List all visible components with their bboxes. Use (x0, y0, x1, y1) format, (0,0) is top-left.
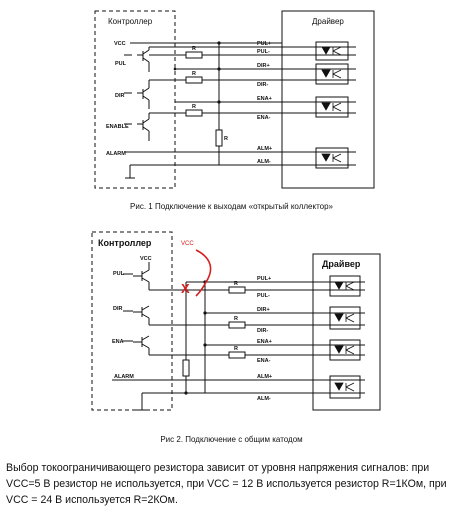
d2-resistor-label-3: R (234, 346, 238, 352)
d1-resistor-label-2: R (192, 71, 196, 77)
d1-label-pul: PUL (115, 61, 127, 67)
d1-pin-ena-minus: ENA- (257, 115, 271, 121)
d2-resistor-label-1: R (234, 281, 238, 287)
d2-vcc-red-arrow (195, 249, 212, 297)
d1-pin-pul-plus: PUL+ (257, 41, 271, 47)
d1-pin-pul-minus: PUL- (257, 49, 270, 55)
d2-resistor-label-2: R (234, 316, 238, 322)
d2-driver-title: Драйвер (322, 259, 361, 269)
d2-label-dir: DIR (113, 306, 123, 312)
d1-pin-dir-minus: DIR- (257, 82, 268, 88)
d1-pin-alm-minus: ALM- (257, 159, 271, 165)
d1-pin-dir-plus: DIR+ (257, 63, 270, 69)
d2-pin-dir-plus: DIR+ (257, 307, 270, 313)
d1-pin-alm-plus: ALM+ (257, 146, 272, 152)
d1-driver-title: Драйвер (312, 17, 344, 26)
d1-resistor-label-1: R (192, 46, 196, 52)
d2-label-pul: PUL (113, 271, 125, 277)
d2-controller-box (91, 231, 173, 411)
d1-label-enable: ENABLE (106, 124, 129, 130)
d1-resistor-label-4: R (224, 136, 228, 142)
d2-label-alarm: ALARM (114, 374, 134, 380)
wiring-diagrams: Контроллер Драйвер VCC PUL DIR ENABLE AL… (91, 10, 381, 411)
d2-label-ena: ENA (112, 339, 124, 345)
figure-1-caption: Рис. 1 Подключение к выходам «открытый к… (130, 202, 333, 211)
d1-driver-box (281, 10, 375, 189)
figure-2-caption: Рис 2. Подключение с общим катодом (160, 435, 303, 444)
d1-label-alarm: ALARM (106, 151, 126, 157)
d2-driver-box (312, 253, 381, 411)
d1-vcc-label: VCC (114, 41, 126, 47)
d2-pin-ena-plus: ENA+ (257, 339, 272, 345)
d1-resistor-label-3: R (192, 104, 196, 110)
d2-pin-ena-minus: ENA- (257, 358, 271, 364)
d2-pin-dir-minus: DIR- (257, 328, 268, 334)
d1-label-dir: DIR (115, 93, 125, 99)
d2-cross-mark: X (181, 281, 190, 296)
d2-pin-pul-plus: PUL+ (257, 276, 271, 282)
d2-vcc-handwritten: VCC (181, 241, 194, 247)
d2-vcc-label: VCC (140, 256, 152, 262)
d2-pin-pul-minus: PUL- (257, 293, 270, 299)
d2-controller-title: Контроллер (98, 238, 152, 248)
d1-controller-title: Контроллер (108, 17, 153, 26)
resistor-selection-note: Выбор токоограничивающего резистора зави… (6, 462, 447, 506)
d1-pin-ena-plus: ENA+ (257, 96, 272, 102)
d2-pin-alm-plus: ALM+ (257, 374, 272, 380)
d2-pin-alm-minus: ALM- (257, 396, 271, 402)
d1-controller-box (94, 10, 176, 189)
